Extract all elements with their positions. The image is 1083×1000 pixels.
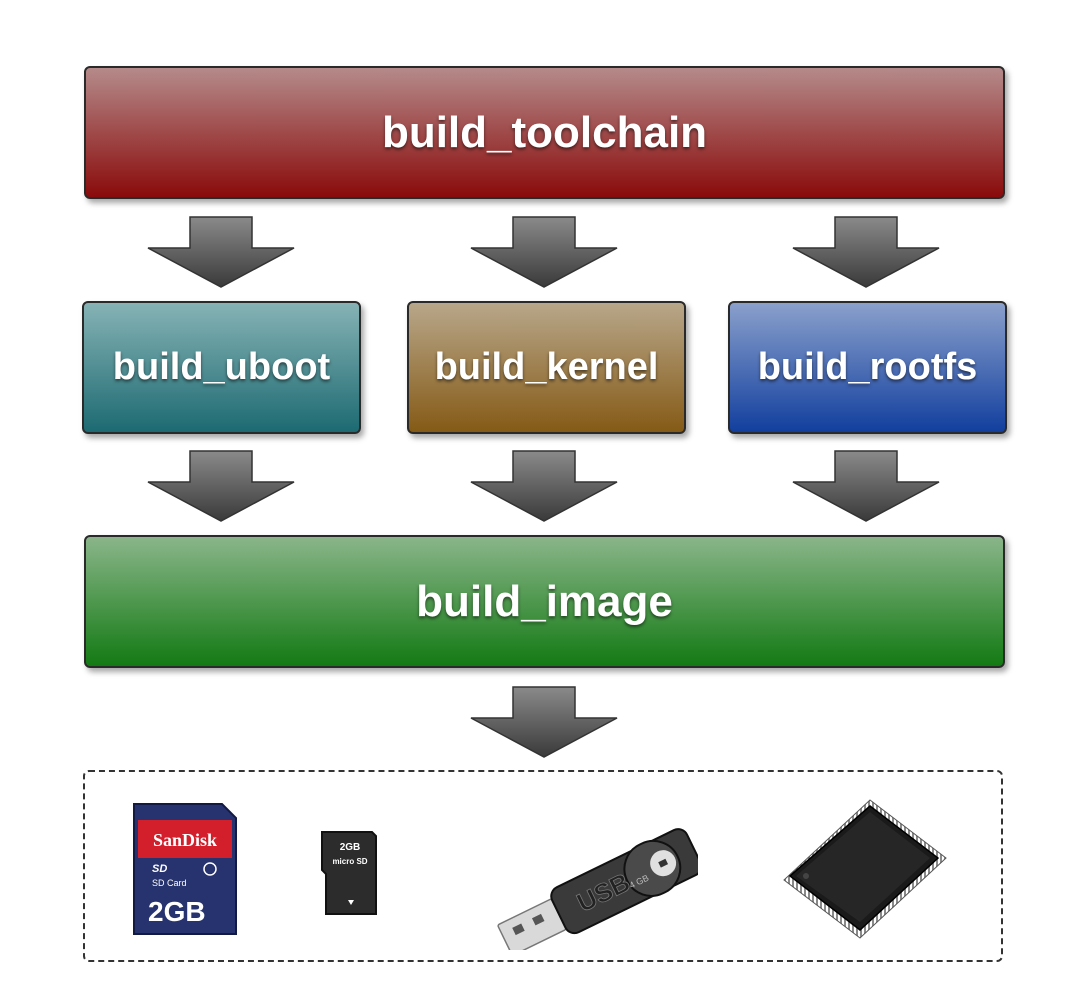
build-image-label: build_image	[416, 576, 673, 626]
arrow-down-icon	[792, 450, 940, 522]
build-rootfs-box: build_rootfs	[728, 301, 1007, 434]
microsd-card-icon: 2GB micro SD	[321, 831, 377, 915]
build-toolchain-label: build_toolchain	[381, 107, 708, 157]
build-kernel-label: build_kernel	[434, 346, 659, 388]
build-image-box: build_image	[84, 535, 1005, 668]
build-kernel-box: build_kernel	[407, 301, 686, 434]
nand-flash-chip-icon	[783, 799, 947, 939]
sd-card-icon: SanDisk SD SD Card 2GB	[133, 803, 237, 935]
build-rootfs-label: build_rootfs	[757, 346, 978, 388]
arrow-down-icon	[147, 450, 295, 522]
arrow-down-icon	[470, 450, 618, 522]
arrow-down-icon	[792, 216, 940, 288]
arrow-down-icon	[470, 216, 618, 288]
microsd-capacity: 2GB	[340, 842, 361, 853]
sd-card-type: SD Card	[152, 878, 187, 888]
sd-card-brand: SanDisk	[153, 830, 217, 850]
sd-card-capacity: 2GB	[148, 896, 206, 927]
usb-stick-icon: USB 4 GB	[497, 828, 698, 950]
arrow-down-icon	[470, 686, 618, 758]
arrow-down-icon	[147, 216, 295, 288]
build-uboot-label: build_uboot	[112, 346, 331, 388]
build-toolchain-box: build_toolchain	[84, 66, 1005, 199]
svg-text:SD: SD	[152, 863, 167, 875]
target-media-frame	[83, 770, 1003, 962]
build-uboot-box: build_uboot	[82, 301, 361, 434]
microsd-label: micro SD	[332, 857, 367, 866]
